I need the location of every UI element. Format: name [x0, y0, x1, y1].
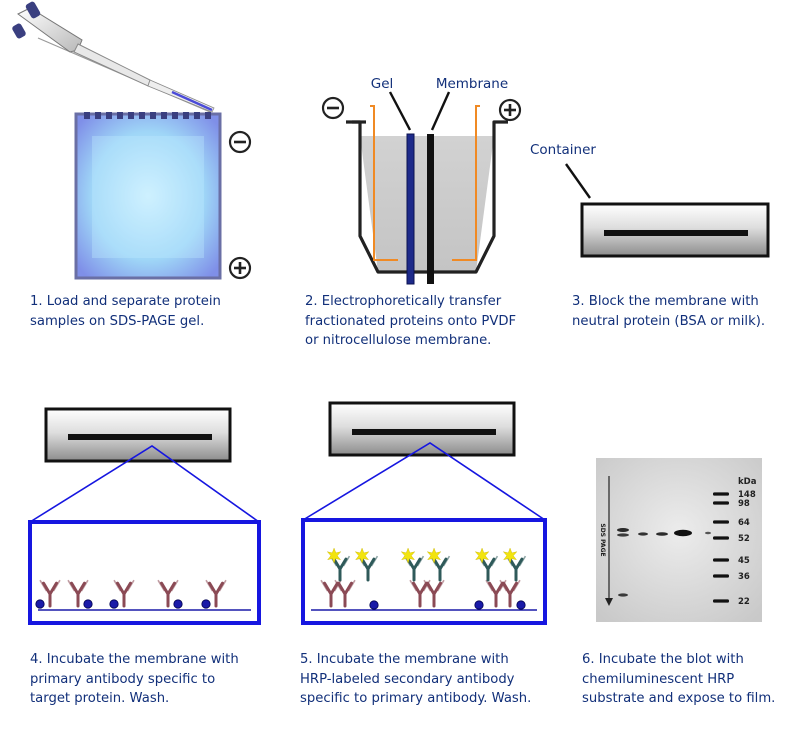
marker-label: 22: [738, 597, 750, 607]
zoom-frame-secondary: [301, 518, 547, 625]
zoom-lines-secondary: [302, 442, 546, 521]
ladder-band: [713, 492, 729, 496]
ladder-band: [713, 599, 729, 603]
step-6-caption: 6. Incubate the blot with chemiluminesce…: [582, 652, 776, 706]
plus-circle-icon: [498, 98, 522, 122]
primary-antibody: [67, 579, 89, 608]
step-2-caption: 2. Electrophoretically transfer fraction…: [305, 294, 517, 348]
ladder-band: [713, 558, 729, 562]
sds-page-axis-label: SDS PAGE: [599, 523, 606, 556]
membrane-slab: [427, 134, 434, 284]
minus-circle-icon: [228, 130, 252, 154]
step-1-caption: 1. Load and separate protein samples on …: [30, 294, 221, 329]
kda-unit-label: kDa: [738, 477, 757, 487]
primary-antibody: [334, 579, 356, 608]
membrane-label: Membrane: [436, 76, 508, 92]
primary-antibody: [205, 579, 227, 608]
container-tray-secondary: [328, 401, 516, 457]
marker-label: 98: [738, 499, 750, 509]
ladder-band: [713, 536, 729, 540]
ladder-band: [713, 574, 729, 578]
container-label: Container: [530, 142, 596, 158]
zoom-lines-primary: [29, 445, 260, 523]
marker-label: 45: [738, 556, 750, 566]
primary-antibody: [113, 579, 135, 608]
primary-antibody: [423, 579, 445, 608]
primary-antibody: [157, 579, 179, 608]
gel-label: Gel: [371, 76, 394, 92]
gel-slab: [406, 133, 415, 285]
primary-antibody: [39, 579, 61, 608]
marker-label: 64: [738, 518, 750, 528]
target-protein-bead: [369, 600, 379, 610]
target-protein-bead: [109, 599, 119, 609]
blocking-container: [580, 202, 770, 258]
target-protein-bead: [83, 599, 93, 609]
primary-antibody: [409, 579, 431, 608]
target-protein-bead: [173, 599, 183, 609]
target-protein-bead: [201, 599, 211, 609]
marker-label: 36: [738, 572, 750, 582]
pipette-icon: [12, 1, 215, 113]
step-5-caption: 5. Incubate the membrane with HRP-labele…: [300, 652, 532, 706]
secondary-antibody: [429, 555, 451, 582]
target-protein-bead: [35, 599, 45, 609]
zoom-frame-primary: [28, 520, 261, 625]
sample-bands: [617, 528, 711, 597]
marker-label: 148: [738, 490, 756, 500]
plus-circle-icon: [228, 256, 252, 280]
container-tray-primary: [44, 407, 232, 463]
ladder-band: [713, 501, 729, 505]
marker-label: 52: [738, 534, 750, 544]
target-protein-bead: [474, 600, 484, 610]
sds-page-gel: [74, 112, 222, 280]
ladder-band: [713, 520, 729, 524]
step-4-caption: 4. Incubate the membrane with primary an…: [30, 652, 239, 706]
target-protein-bead: [516, 600, 526, 610]
minus-circle-icon: [321, 96, 345, 120]
primary-antibody: [499, 579, 521, 608]
step-3-caption: 3. Block the membrane with neutral prote…: [572, 294, 766, 329]
